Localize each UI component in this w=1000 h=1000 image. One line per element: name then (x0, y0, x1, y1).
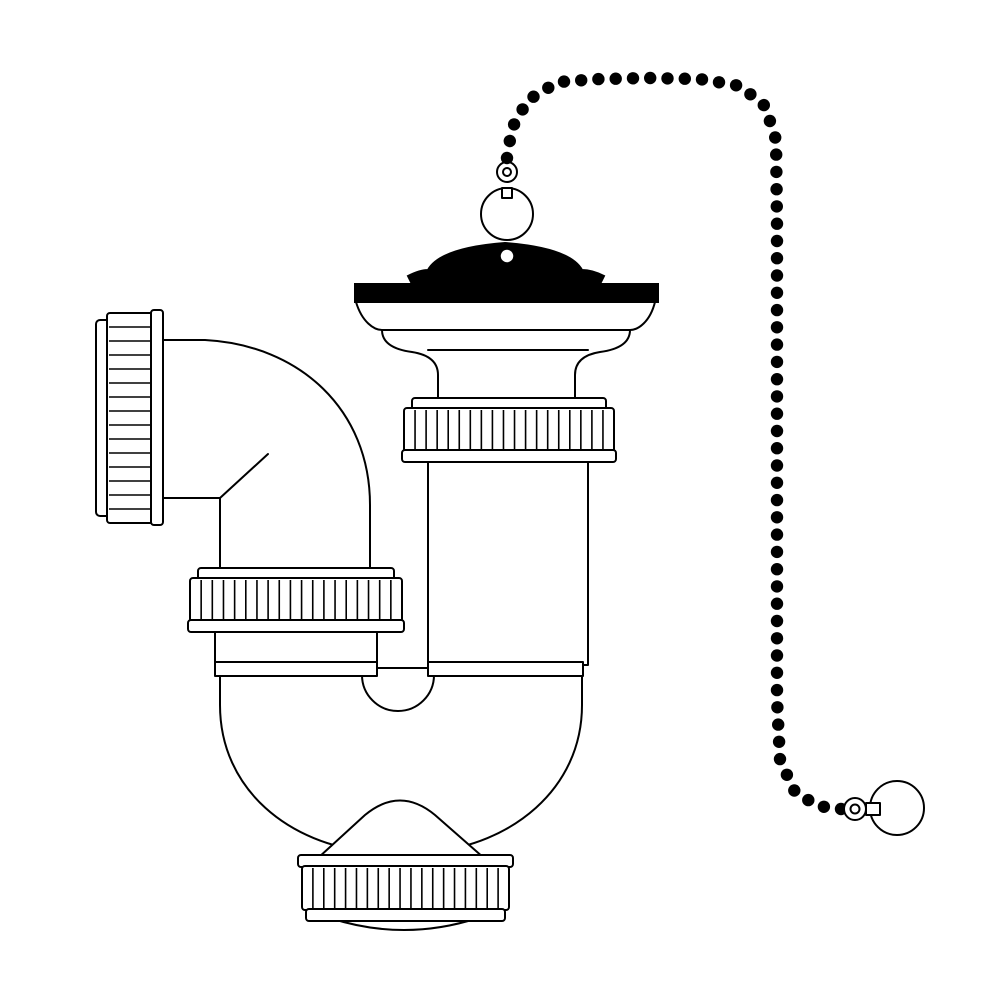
chain-bead (626, 72, 640, 85)
chain-bead (575, 74, 588, 87)
upper-chain-ball (480, 161, 534, 241)
chain-bead (770, 338, 784, 351)
plug-eyelet-hole (499, 248, 515, 264)
chain-bead (770, 424, 784, 438)
chain-bead (503, 134, 516, 148)
chain-bead (770, 632, 784, 645)
cleanout-cone (317, 799, 485, 859)
chain-bead (542, 81, 555, 95)
chain-bead (763, 114, 777, 128)
tailpiece-nut-ribs (414, 410, 604, 450)
chain-bead (770, 597, 784, 610)
chain-bead (770, 511, 784, 524)
chain-bead (729, 79, 743, 92)
chain-bead (770, 580, 784, 593)
chain-bead (661, 72, 674, 85)
chain-bead (770, 666, 784, 679)
chain-bead (770, 303, 784, 317)
chain-bead (770, 407, 784, 420)
bottom-cap-ring (301, 865, 510, 911)
chain-bead (770, 286, 784, 299)
side-outlet-nut-ribs (109, 326, 151, 510)
chain-bead (772, 718, 785, 731)
chain-bead (770, 183, 783, 196)
chain-bead (770, 545, 784, 559)
chain-bead (695, 73, 709, 86)
chain-bead (773, 752, 787, 766)
bottom-cap-ribs (312, 868, 499, 908)
chain-bead (770, 563, 784, 576)
chain-bead (780, 768, 794, 781)
chain-bead (770, 528, 784, 541)
strainer-flange (355, 301, 656, 331)
strainer-throat (381, 329, 631, 401)
chain-bead (757, 98, 770, 112)
chain-bead (770, 442, 784, 455)
sink-plug (354, 241, 659, 303)
plug-rim (354, 283, 659, 303)
u-bend-inner-curve (361, 667, 435, 712)
bottom-cleanout-cap (297, 799, 514, 931)
chain-bead (557, 75, 571, 88)
chain-bead (678, 72, 691, 85)
outlet-elbow (149, 339, 371, 573)
chain-bead (817, 800, 831, 813)
chain-bead (770, 476, 784, 489)
chain-bead (770, 321, 784, 334)
chain-bead (770, 148, 783, 161)
chain-bead (644, 71, 657, 85)
chain-bead (772, 735, 786, 748)
chain-bead (770, 165, 783, 179)
chain-bead (788, 784, 801, 797)
tailpiece (427, 454, 589, 677)
chain-bead (516, 103, 529, 116)
elbow-seam (219, 453, 269, 499)
chain-bead (770, 390, 784, 403)
chain-bead (770, 373, 784, 386)
chain-bead (527, 90, 540, 103)
chain-bead (500, 151, 514, 165)
chain-bead (770, 252, 784, 265)
chain-bead (771, 701, 784, 714)
chain-bead (712, 76, 726, 89)
chain-bead (744, 88, 757, 101)
chain-bead (770, 493, 784, 507)
chain-bead (770, 234, 784, 248)
side-outlet-nut (95, 309, 164, 526)
chain-bead (770, 200, 783, 213)
sink-strainer (355, 301, 656, 401)
chain-bead (802, 793, 815, 807)
chain-bead (770, 683, 784, 697)
chain-bead (770, 649, 784, 662)
trap-nut-ribs (200, 580, 392, 620)
chain-bead (609, 72, 622, 85)
chain-bead (770, 217, 784, 230)
chain-bead (592, 72, 605, 86)
chain-bead (770, 459, 784, 472)
chain-bead (770, 614, 784, 628)
bead-chain (500, 71, 848, 816)
chain-bead (507, 118, 521, 131)
lower-chain-ball (843, 780, 925, 836)
chain-bead (769, 131, 782, 144)
tailpiece-nut (401, 397, 617, 463)
trap-nut (187, 567, 405, 633)
chain-bead (770, 355, 784, 369)
chain-bead (770, 269, 784, 282)
